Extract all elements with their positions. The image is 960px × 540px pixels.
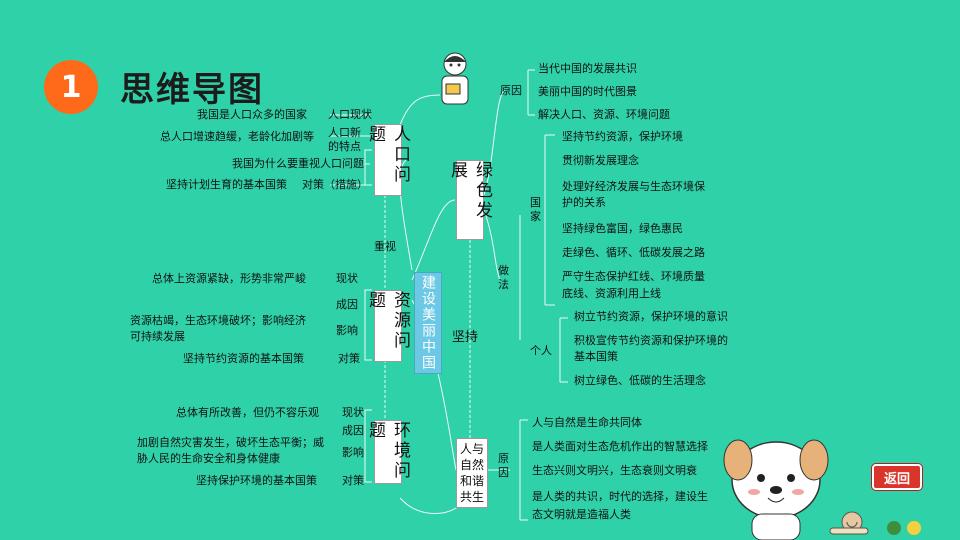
green-label-reason: 原因 [500,84,522,97]
harmony-reason-4: 是人类的共识，时代的选择，建设生 [532,490,708,503]
res-label-effect: 影响 [336,324,358,337]
branch-green-development: 绿色发展 [447,160,492,240]
env-label-policy: 对策 [342,474,364,487]
env-item-2: 加剧自然灾害发生，破坏生态平衡；威 [137,436,324,449]
res-label-status: 现状 [336,272,358,285]
env-item-3: 胁人民的生命安全和身体健康 [137,452,280,465]
green-reason-1: 当代中国的发展共识 [538,62,637,75]
green-label-method: 做法 [498,264,509,291]
pop-item-3: 我国为什么要重视人口问题 [232,157,364,170]
green-reason-3: 解决人口、资源、环境问题 [538,108,670,121]
harmony-reason-3: 生态兴则文明兴，生态衰则文明衰 [532,464,697,477]
green-country-7: 严守生态保护红线、环境质量 [562,270,705,283]
pop-item-4: 坚持计划生育的基本国策 [166,178,287,191]
pop-label-policy: 对策（措施） [302,178,368,191]
branch-environment: 环境问题 [365,420,410,484]
label-zhongshi: 重视 [374,240,396,253]
res-item-2: 资源枯竭，生态环境破坏；影响经济 [130,314,306,327]
pop-item-1: 我国是人口众多的国家 [197,108,307,121]
green-label-country: 国家 [530,196,541,223]
res-label-policy: 对策 [338,352,360,365]
green-country-5: 坚持绿色富国，绿色惠民 [562,222,683,235]
central-topic: 建设美丽中国 [414,272,442,374]
harmony-reason-5: 态文明就是造福人类 [532,508,631,521]
flower-icon [887,521,921,535]
green-country-2: 贯彻新发展理念 [562,154,639,167]
green-country-8: 底线、资源利用上线 [562,287,661,300]
pop-item-2: 总人口增速趋缓，老龄化加剧等 [160,130,314,143]
env-label-cause: 成因 [342,424,364,437]
env-label-effect: 影响 [342,446,364,459]
green-reason-2: 美丽中国的时代图景 [538,85,637,98]
green-personal-4: 树立绿色、低碳的生活理念 [574,374,706,387]
harmony-reason-2: 是人类面对生态危机作出的智慧选择 [532,440,708,453]
pop-label-status: 人口现状 [328,108,372,121]
green-personal-3: 基本国策 [574,350,618,363]
teacher-illustration-icon [441,52,469,105]
puppy-mascot-icon [723,439,829,540]
pop-label-feature: 人口新的特点 [328,126,361,153]
harmony-reason-1: 人与自然是生命共同体 [532,416,642,429]
green-personal-1: 树立节约资源，保护环境的意识 [574,310,728,323]
branch-harmony: 人与自然和谐共生 [456,438,488,508]
res-label-cause: 成因 [336,298,358,311]
back-button[interactable]: 返回 [872,464,922,490]
green-label-personal: 个人 [530,344,552,357]
green-country-6: 走绿色、循环、低碳发展之路 [562,246,705,259]
env-item-4: 坚持保护环境的基本国策 [196,474,317,487]
label-jianchi: 坚持 [452,330,479,345]
green-country-3: 处理好经济发展与生态环境保 [562,180,705,193]
res-item-3: 可持续发展 [130,330,185,343]
green-personal-2: 积极宣传节约资源和保护环境的 [574,334,728,347]
env-label-status: 现状 [342,406,364,419]
res-item-1: 总体上资源紧缺，形势非常严峻 [152,272,306,285]
page-title: 思维导图 [120,70,264,110]
harmony-label-reason: 原因 [498,452,509,479]
section-number-badge: 1 [44,60,98,114]
branch-resource: 资源问题 [365,290,410,362]
env-item-1: 总体有所改善，但仍不容乐观 [176,406,319,419]
green-country-4: 护的关系 [562,196,606,209]
branch-population: 人口问题 [365,124,410,196]
res-item-4: 坚持节约资源的基本国策 [183,352,304,365]
green-country-1: 坚持节约资源，保护环境 [562,130,683,143]
snail-icon [829,511,869,535]
